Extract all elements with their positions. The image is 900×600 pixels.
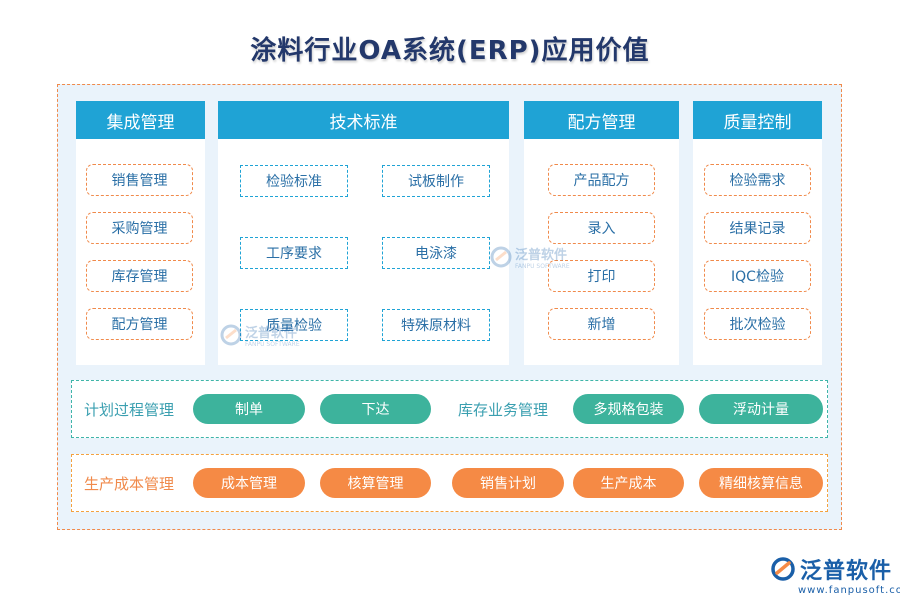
column-formula: 配方管理 产品配方 录入 打印 新增 — [524, 101, 679, 365]
item-iqc-inspection: IQC检验 — [704, 260, 811, 292]
item-special-material: 特殊原材料 — [382, 309, 490, 341]
item-entry: 录入 — [548, 212, 655, 244]
column-header: 技术标准 — [218, 101, 509, 139]
item-sales: 销售管理 — [86, 164, 193, 196]
item-formula: 配方管理 — [86, 308, 193, 340]
brand-name: 泛普软件 — [800, 559, 893, 584]
item-inventory: 库存管理 — [86, 260, 193, 292]
button-cost-management[interactable]: 成本管理 — [193, 468, 305, 498]
item-quality-inspection: 质量检验 — [240, 309, 348, 341]
watermark-name: 泛普软件 — [245, 326, 298, 341]
brand-url: www.fanpusoft.com — [798, 585, 900, 596]
item-electrophoretic-paint: 电泳漆 — [382, 237, 490, 269]
watermark-sub: FANPU SOFTWARE — [515, 263, 570, 270]
watermark-logo-icon — [490, 246, 512, 268]
brand-logo: 泛普软件 www.fanpusoft.com — [770, 553, 900, 596]
band-label-planning: 计划过程管理 — [84, 401, 175, 419]
item-process-requirement: 工序要求 — [240, 237, 348, 269]
button-fine-accounting[interactable]: 精细核算信息 — [699, 468, 823, 498]
band-label-inventory: 库存业务管理 — [458, 401, 549, 419]
column-header: 集成管理 — [76, 101, 205, 139]
watermark-sub: FANPU SOFTWARE — [245, 341, 300, 348]
watermark: 泛普软件 FANPU SOFTWARE — [220, 322, 300, 348]
column-header: 配方管理 — [524, 101, 679, 139]
item-batch-inspection: 批次检验 — [704, 308, 811, 340]
item-inspection-standard: 检验标准 — [240, 165, 348, 197]
column-quality-control: 质量控制 检验需求 结果记录 IQC检验 批次检验 — [693, 101, 822, 365]
watermark: 泛普软件 FANPU SOFTWARE — [490, 244, 570, 270]
item-purchase: 采购管理 — [86, 212, 193, 244]
item-add-new: 新增 — [548, 308, 655, 340]
item-result-record: 结果记录 — [704, 212, 811, 244]
button-floating-measure[interactable]: 浮动计量 — [699, 394, 823, 424]
column-tech-standard: 技术标准 检验标准 试板制作 工序要求 电泳漆 质量检验 特殊原材料 — [218, 101, 509, 365]
button-issue[interactable]: 下达 — [320, 394, 431, 424]
band-label-cost: 生产成本管理 — [84, 475, 175, 493]
item-inspection-demand: 检验需求 — [704, 164, 811, 196]
button-multi-spec-pack[interactable]: 多规格包装 — [573, 394, 684, 424]
item-print: 打印 — [548, 260, 655, 292]
item-product-formula: 产品配方 — [548, 164, 655, 196]
column-integration: 集成管理 销售管理 采购管理 库存管理 配方管理 — [76, 101, 205, 365]
button-accounting[interactable]: 核算管理 — [320, 468, 431, 498]
button-sales-plan[interactable]: 销售计划 — [452, 468, 564, 498]
button-create-order[interactable]: 制单 — [193, 394, 305, 424]
column-header: 质量控制 — [693, 101, 822, 139]
page-title: 涂料行业OA系统(ERP)应用价值 — [250, 36, 650, 66]
brand-logo-icon — [771, 557, 795, 581]
band-planning: 计划过程管理 制单 下达 库存业务管理 多规格包装 浮动计量 — [71, 380, 828, 438]
item-test-panel: 试板制作 — [382, 165, 490, 197]
watermark-name: 泛普软件 — [515, 248, 568, 263]
button-production-cost[interactable]: 生产成本 — [573, 468, 684, 498]
band-cost: 生产成本管理 成本管理 核算管理 销售计划 生产成本 精细核算信息 — [71, 454, 828, 512]
watermark-logo-icon — [220, 324, 242, 346]
